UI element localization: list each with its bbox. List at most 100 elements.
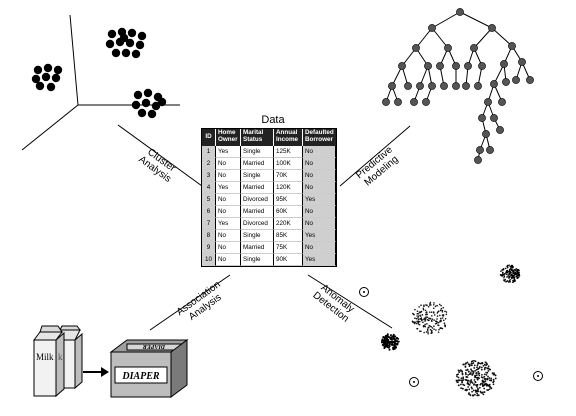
scatter-point xyxy=(433,325,435,328)
tree-node xyxy=(428,82,436,90)
scatter-point xyxy=(413,321,415,324)
data-table: ID Home Owner Marital Status Annual Inco… xyxy=(201,128,337,267)
cluster-axes xyxy=(21,14,180,151)
scatter-point xyxy=(428,311,431,313)
header-id: ID xyxy=(202,129,216,146)
outlier-center xyxy=(363,291,365,293)
cell-annual-income: 220K xyxy=(274,218,303,230)
scatter-point xyxy=(462,376,465,379)
scatter-point xyxy=(426,329,429,332)
cell-home-owner: Yes xyxy=(216,146,241,158)
scatter-point xyxy=(391,341,394,344)
scatter-point xyxy=(469,394,472,397)
scatter-point xyxy=(474,376,476,379)
scatter-point xyxy=(392,347,395,350)
scatter-point xyxy=(459,379,461,382)
tree-node xyxy=(478,62,486,70)
cluster-point xyxy=(119,33,129,43)
scatter-point xyxy=(382,342,385,345)
cell-marital-status: Single xyxy=(241,254,274,266)
scatter-point xyxy=(391,340,394,343)
cluster-point xyxy=(143,88,153,98)
scatter-point xyxy=(460,383,462,386)
cluster-point xyxy=(31,74,41,84)
scatter-point xyxy=(500,270,502,272)
scatter-point xyxy=(504,272,506,275)
scatter-point xyxy=(395,339,398,342)
scatter-point xyxy=(441,314,444,316)
scatter-point xyxy=(411,320,414,323)
scatter-point xyxy=(439,317,442,320)
scatter-point xyxy=(386,335,389,338)
tree-node xyxy=(512,76,520,84)
scatter-point xyxy=(476,366,478,369)
scatter-point xyxy=(473,383,475,386)
scatter-point xyxy=(419,318,421,320)
cell-id: 2 xyxy=(202,158,216,170)
cell-defaulted: Yes xyxy=(303,194,336,206)
scatter-point xyxy=(423,317,426,320)
scatter-point xyxy=(388,345,391,348)
scatter-point xyxy=(483,391,486,393)
scatter-point xyxy=(444,324,446,326)
scatter-point xyxy=(483,387,486,390)
scatter-point xyxy=(384,334,387,337)
scatter-point xyxy=(486,377,489,380)
scatter-point xyxy=(472,372,474,375)
scatter-point xyxy=(445,311,448,313)
scatter-point xyxy=(426,316,429,318)
scatter-point xyxy=(506,276,508,278)
scatter-point xyxy=(511,265,514,268)
cell-home-owner: Yes xyxy=(216,182,241,194)
scatter-point xyxy=(424,309,427,312)
scatter-point xyxy=(513,274,515,277)
scatter-point xyxy=(470,369,473,372)
scatter-point xyxy=(477,367,480,370)
scatter-point xyxy=(461,370,463,373)
tree-node xyxy=(486,146,494,154)
scatter-point xyxy=(388,348,391,351)
scatter-point xyxy=(468,365,471,368)
scatter-point xyxy=(516,274,518,276)
cell-id: 6 xyxy=(202,206,216,218)
scatter-point xyxy=(466,361,469,364)
tree-edge xyxy=(459,11,493,29)
scatter-point xyxy=(476,385,478,388)
scatter-point xyxy=(444,325,446,328)
scatter-point xyxy=(478,386,481,389)
cluster-point xyxy=(125,38,135,48)
scatter-point xyxy=(382,341,385,344)
scatter-point xyxy=(469,380,471,382)
scatter-point xyxy=(490,387,493,390)
scatter-point xyxy=(417,323,420,325)
outlier-center xyxy=(413,381,415,383)
cell-id: 8 xyxy=(202,230,216,242)
cluster-point xyxy=(157,97,167,107)
scatter-point xyxy=(426,323,428,325)
scatter-point xyxy=(465,373,467,376)
cell-defaulted: No xyxy=(303,146,336,158)
tree-node xyxy=(500,60,508,68)
scatter-point xyxy=(420,310,423,313)
scatter-point xyxy=(466,376,469,379)
header-home-owner: Home Owner xyxy=(216,129,241,146)
scatter-point xyxy=(473,359,475,362)
tree-node xyxy=(416,82,424,90)
scatter-point xyxy=(494,374,497,377)
scatter-point xyxy=(457,384,460,387)
scatter-point xyxy=(510,275,512,277)
cell-home-owner: No xyxy=(216,230,241,242)
cluster-points xyxy=(31,27,167,119)
scatter-point xyxy=(445,313,448,316)
scatter-point xyxy=(480,376,483,379)
tree-node xyxy=(464,62,472,70)
scatter-point xyxy=(419,330,421,332)
scatter-point xyxy=(438,303,441,306)
scatter-point xyxy=(467,386,470,388)
cell-id: 5 xyxy=(202,194,216,206)
scatter-point xyxy=(503,273,505,276)
scatter-point xyxy=(518,269,520,272)
